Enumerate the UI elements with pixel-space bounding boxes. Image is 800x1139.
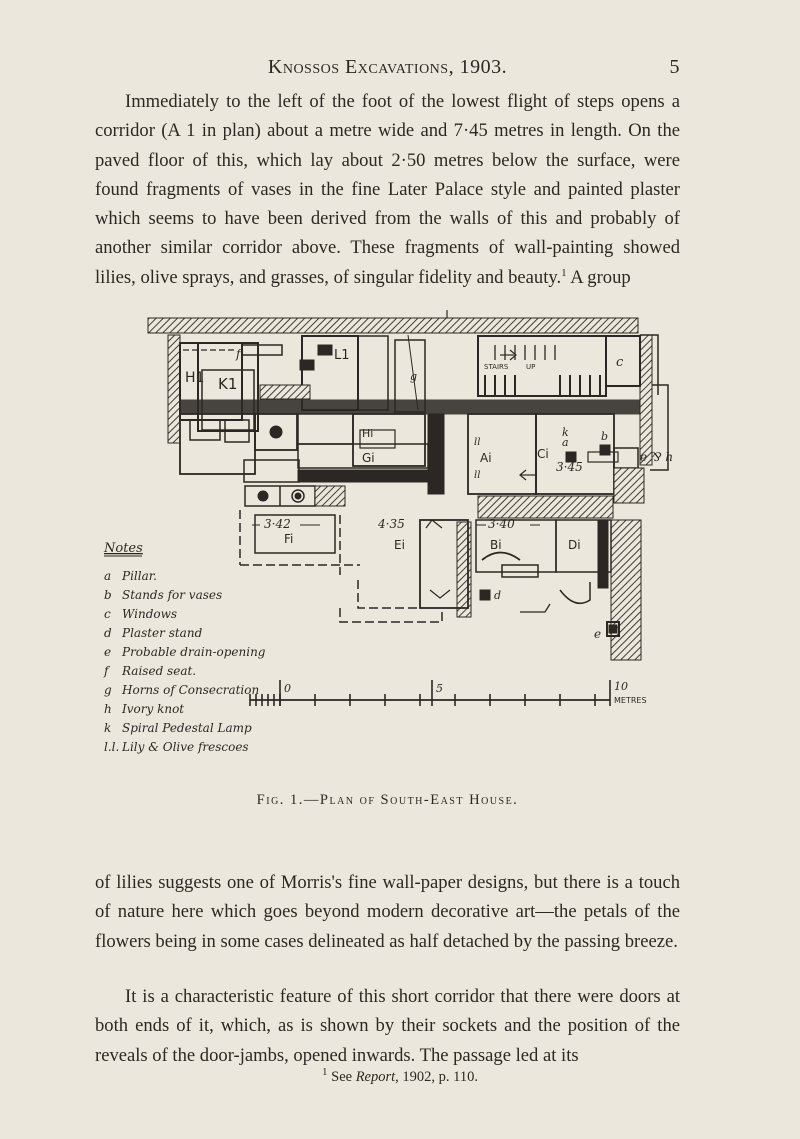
- mark-stairs: STAIRS: [484, 363, 509, 371]
- note-key: h: [104, 702, 112, 716]
- plan-walls: [147, 317, 669, 661]
- note-key: l.l.: [104, 740, 119, 754]
- note-key: a: [104, 569, 111, 583]
- note-text: Pillar.: [121, 569, 157, 583]
- figure-caption: Fig. 1.—Plan of South-East House.: [256, 792, 519, 808]
- footnote: 1 See Report, 1902, p. 110.: [0, 1066, 800, 1086]
- scale-unit: METRES: [614, 696, 647, 705]
- footnote-see: See: [331, 1069, 353, 1085]
- room-label-bi: Bi: [490, 538, 502, 552]
- measure-4-35: 4·35: [377, 517, 405, 531]
- mark-f: f: [235, 347, 243, 361]
- note-text: Horns of Consecration: [121, 683, 259, 697]
- notes-title: Notes: [103, 541, 143, 556]
- measure-3-45: 3·45: [556, 460, 583, 474]
- paragraph-1-text: Immediately to the left of the foot of t…: [95, 91, 680, 288]
- paragraph-1: Immediately to the left of the foot of t…: [95, 87, 680, 292]
- room-label-gi: Gi: [362, 451, 375, 465]
- mark-k: k: [562, 426, 569, 439]
- mark-up: UP: [526, 363, 535, 371]
- mark-e: e: [594, 627, 601, 641]
- room-label-k1: K1: [218, 375, 237, 393]
- site-plan-figure: H1 K1 L1 Hi Gi Ai Ci Bi Di Fi Ei 3·42 4·…: [103, 310, 673, 754]
- paragraph-3-text: It is a characteristic feature of this s…: [95, 986, 680, 1066]
- note-text: Ivory knot: [121, 702, 184, 716]
- note-text: Raised seat.: [121, 664, 196, 678]
- note-text: Windows: [122, 607, 177, 621]
- note-key: k: [104, 721, 111, 735]
- mark-ll-2: ll: [474, 470, 480, 481]
- notes-list: a Pillar. b Stands for vases c Windows d…: [103, 569, 266, 754]
- mark-e-h: e ⅋ h: [640, 450, 673, 464]
- paragraph-2: of lilies suggests one of Morris's fine …: [95, 868, 680, 956]
- room-label-hi: Hi: [362, 427, 373, 440]
- mark-g: g: [410, 370, 417, 383]
- note-text: Lily & Olive frescoes: [121, 740, 249, 754]
- note-text: Probable drain-opening: [121, 645, 266, 659]
- room-label-di: Di: [568, 538, 581, 552]
- paragraph-1-tail: A group: [566, 266, 631, 288]
- footnote-ref: Report: [355, 1069, 396, 1085]
- room-label-ai: Ai: [480, 451, 492, 465]
- room-label-ci: Ci: [537, 447, 549, 461]
- note-key: d: [104, 626, 112, 640]
- footnote-mark: 1: [322, 1066, 328, 1079]
- room-labels: H1 K1 L1 Hi Gi Ai Ci Bi Di Fi Ei: [185, 348, 581, 552]
- room-label-ei: Ei: [394, 538, 405, 552]
- scale-label-10: 10: [614, 680, 628, 693]
- mark-b: b: [601, 430, 608, 443]
- note-text: Spiral Pedestal Lamp: [122, 721, 252, 735]
- scale-bar: [249, 680, 611, 706]
- note-text: Stands for vases: [122, 588, 222, 602]
- paragraph-2-text: of lilies suggests one of Morris's fine …: [95, 872, 680, 952]
- note-key: b: [104, 588, 112, 602]
- running-title: Knossos Excavations, 1903.: [267, 56, 508, 78]
- mark-d: d: [494, 589, 501, 602]
- paragraph-3: It is a characteristic feature of this s…: [95, 982, 680, 1070]
- room-label-h1: H1: [185, 370, 204, 386]
- mark-c-top: c: [616, 355, 624, 370]
- measure-3-40: 3·40: [488, 517, 515, 531]
- measure-3-42: 3·42: [264, 517, 291, 531]
- scale-labels: 0 5 10 METRES: [284, 680, 647, 705]
- note-key: g: [104, 683, 112, 697]
- note-key: f: [103, 664, 111, 678]
- note-key: c: [104, 607, 111, 621]
- room-label-l1: L1: [334, 348, 350, 363]
- footnote-reference[interactable]: 1: [561, 266, 567, 279]
- measurements: 3·42 4·35 3·40 3·45: [252, 460, 583, 531]
- page-number: 5: [669, 56, 680, 78]
- room-label-fi: Fi: [284, 532, 293, 546]
- footnote-rest: , 1902, p. 110.: [395, 1069, 478, 1085]
- note-text: Plaster stand: [121, 626, 203, 640]
- mark-a: a: [562, 436, 569, 449]
- scale-label-0: 0: [284, 682, 291, 695]
- note-key: e: [104, 645, 111, 659]
- plan-legend: Notes a Pillar. b Stands for vases c Win…: [103, 541, 266, 754]
- mark-ll-1: ll: [474, 437, 480, 448]
- feature-marks: f c e ⅋ h a b k ll ll g d e STAIRS UP: [235, 310, 673, 641]
- scale-label-5: 5: [436, 682, 443, 695]
